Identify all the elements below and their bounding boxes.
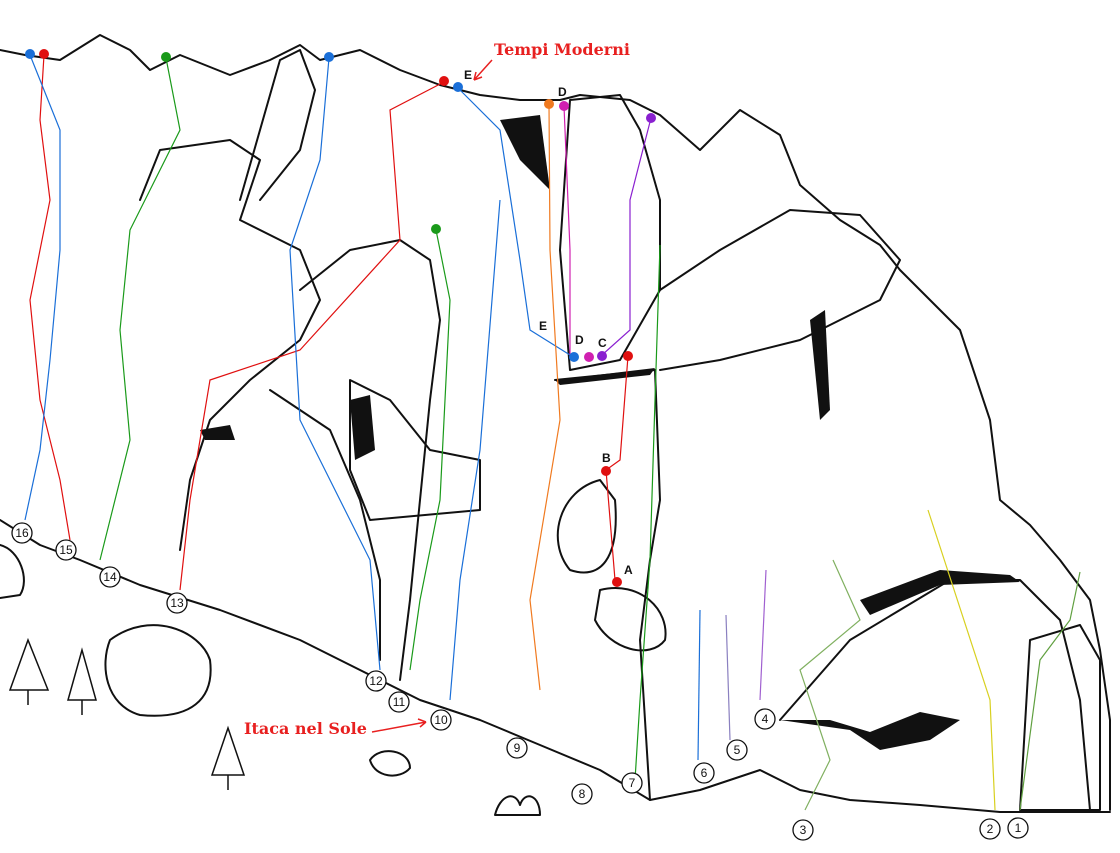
svg-text:3: 3 bbox=[800, 823, 807, 837]
tree-icon bbox=[8, 637, 246, 790]
svg-text:10: 10 bbox=[434, 713, 448, 727]
svg-text:9: 9 bbox=[514, 741, 521, 755]
route-number-15: 15 bbox=[55, 539, 77, 561]
station-label-d-top: D bbox=[558, 85, 567, 99]
svg-text:14: 14 bbox=[103, 570, 117, 584]
svg-text:15: 15 bbox=[59, 543, 73, 557]
annotation-tempi-moderni: Tempi Moderni bbox=[494, 40, 630, 59]
svg-text:16: 16 bbox=[15, 526, 29, 540]
svg-text:6: 6 bbox=[701, 766, 708, 780]
route-lines bbox=[24, 54, 1081, 811]
station-label-a: A bbox=[624, 563, 633, 577]
route-number-9: 9 bbox=[506, 737, 528, 759]
route-number-3: 3 bbox=[792, 819, 814, 841]
station-label-e-top: E bbox=[464, 68, 472, 82]
rock-outline bbox=[0, 34, 1111, 816]
route-number-11: 11 bbox=[388, 691, 410, 713]
station-label-c: C bbox=[598, 336, 607, 350]
arrow-icon bbox=[473, 59, 493, 81]
svg-text:1: 1 bbox=[1015, 821, 1022, 835]
route-number-10: 10 bbox=[430, 709, 452, 731]
route-number-16: 16 bbox=[11, 522, 33, 544]
station-label-d-mid: D bbox=[575, 333, 584, 347]
route-number-2: 2 bbox=[979, 818, 1001, 840]
route-number-8: 8 bbox=[571, 783, 593, 805]
svg-text:13: 13 bbox=[170, 596, 184, 610]
svg-text:4: 4 bbox=[762, 712, 769, 726]
svg-text:12: 12 bbox=[369, 674, 383, 688]
svg-text:2: 2 bbox=[987, 822, 994, 836]
svg-text:11: 11 bbox=[393, 695, 406, 709]
route-number-6: 6 bbox=[693, 762, 715, 784]
belay-stations bbox=[25, 49, 656, 587]
svg-text:8: 8 bbox=[579, 787, 586, 801]
route-number-13: 13 bbox=[166, 592, 188, 614]
station-label-e-mid: E bbox=[539, 319, 547, 333]
svg-text:5: 5 bbox=[734, 743, 741, 757]
route-number-12: 12 bbox=[365, 670, 387, 692]
route-number-4: 4 bbox=[754, 708, 776, 730]
svg-text:7: 7 bbox=[629, 776, 636, 790]
route-number-7: 7 bbox=[621, 772, 643, 794]
route-number-5: 5 bbox=[726, 739, 748, 761]
annotation-itaca-nel-sole: Itaca nel Sole bbox=[244, 719, 367, 738]
route-number-14: 14 bbox=[99, 566, 121, 588]
route-number-1: 1 bbox=[1007, 817, 1029, 839]
arrow-icon bbox=[371, 718, 427, 733]
station-label-b: B bbox=[602, 451, 611, 465]
